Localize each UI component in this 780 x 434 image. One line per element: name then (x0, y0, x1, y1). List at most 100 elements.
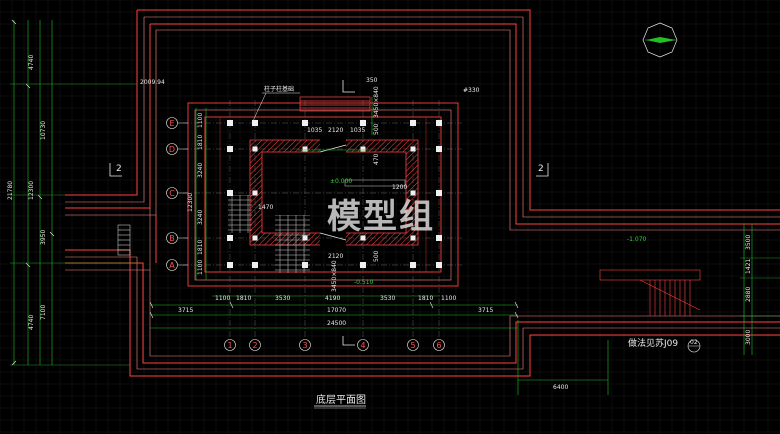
misc-label: #330 (463, 87, 480, 94)
misc-labels: 350 1200 2009.94 #330 1470 470 500 3450×… (140, 77, 480, 292)
dim-text: 1035 (350, 127, 365, 134)
detail-note-code: 02 (690, 339, 698, 346)
dim-text: 4740 (28, 55, 35, 70)
dim-text: 2120 (328, 127, 343, 134)
column (227, 120, 233, 126)
detail-note: 做法见苏J09 (628, 337, 678, 349)
misc-label: 2009.94 (140, 79, 165, 86)
dim-text: 17070 (327, 307, 346, 314)
misc-label: 500 (373, 123, 380, 135)
dim-text: 1035 (307, 127, 322, 134)
misc-label: 1200 (392, 184, 407, 191)
row-axis-label: C (169, 189, 175, 198)
inner-column (410, 190, 416, 196)
extension-lines (10, 83, 780, 366)
row-axis-label: B (169, 234, 175, 243)
bottom-dims-row1: 1100 1810 3530 4190 3530 1810 1100 (215, 295, 456, 302)
dim-text: 2120 (328, 253, 343, 260)
misc-label: 350 (366, 77, 378, 84)
dim-text: 3715 (178, 307, 193, 314)
dim-text: 3500 (745, 235, 752, 250)
col-axis-label: 3 (302, 341, 307, 350)
column (436, 262, 442, 268)
col-axis-label: 4 (360, 341, 365, 350)
inner-column (252, 235, 258, 241)
dim-text: 3530 (275, 295, 290, 302)
column (436, 190, 442, 196)
inner-column (360, 146, 366, 152)
dim-text: 1810 (418, 295, 433, 302)
row-axis-label: D (169, 145, 175, 154)
dim-total: 24500 (327, 320, 346, 327)
dim-text: 3000 (745, 330, 752, 345)
row-axis-bubble: C (166, 187, 188, 199)
dim-text: 1810 (197, 135, 204, 150)
row-axis-bubble: E (166, 117, 188, 129)
col-axis-bubble: 4 (357, 339, 369, 351)
dim-text: 3530 (380, 295, 395, 302)
misc-label: 3450×840 (331, 260, 338, 292)
columns (227, 120, 442, 268)
column (302, 120, 308, 126)
section-marks (109, 80, 549, 346)
dim-text: 1421 (745, 259, 752, 274)
row-axis-label: E (169, 119, 174, 128)
dim-text: 1100 (441, 295, 456, 302)
column (252, 262, 258, 268)
misc-label: 500 (373, 250, 380, 262)
inner-column (302, 146, 308, 152)
dim-text: 3715 (478, 307, 493, 314)
column (410, 262, 416, 268)
inner-column (360, 235, 366, 241)
elevation-minus-1070: -1.070 (627, 236, 647, 243)
dimension-lines (13, 20, 753, 395)
dim-text: 12300 (28, 181, 35, 200)
column (227, 146, 233, 152)
column (436, 120, 442, 126)
dim-text: 10730 (40, 121, 47, 140)
bottom-dims-row2: 3715 17070 3715 (178, 307, 493, 314)
inner-column (252, 146, 258, 152)
col-axis-label: 2 (252, 341, 257, 350)
inner-column (410, 235, 416, 241)
drawing-title: 底层平面图 (316, 393, 366, 406)
column (436, 235, 442, 241)
misc-label: 3450×840 (373, 86, 380, 118)
dim-text: 1810 (236, 295, 251, 302)
dim-text: 21780 (7, 181, 14, 200)
row-axis-label: A (169, 261, 175, 270)
column (436, 146, 442, 152)
dim-text: 3240 (197, 163, 204, 178)
misc-label: 1470 (258, 204, 273, 211)
section-mark-label: 2 (538, 164, 544, 174)
left-dims: 4740 10730 3950 7100 21780 12300 4740 (7, 55, 47, 330)
elevation-minus-510: -0.510 (354, 279, 374, 286)
column (252, 120, 258, 126)
inner-left-dims: 1100 1810 3240 12300 3240 1810 1100 (187, 113, 204, 275)
core-walls (249, 136, 419, 249)
col-axis-label: 6 (436, 341, 441, 350)
inner-column (410, 146, 416, 152)
dim-text: 1100 (197, 113, 204, 128)
left-stair (117, 224, 131, 256)
dimension-ticks (11, 19, 519, 366)
col-axis-bubble: 6 (433, 339, 445, 351)
top-stair (299, 96, 371, 112)
dim-text: 4190 (325, 295, 340, 302)
column (302, 262, 308, 268)
column (360, 120, 366, 126)
row-axis-bubbles: E D C B A (166, 117, 188, 271)
column (410, 120, 416, 126)
col-axis-bubble: 2 (249, 339, 261, 351)
right-dims: 3500 1421 2880 3000 (745, 235, 752, 345)
elevation-zero: ±0.000 (330, 178, 352, 185)
row-axis-bubble: A (166, 259, 188, 271)
section-mark-label: 2 (116, 164, 122, 174)
col-axis-bubble: 5 (407, 339, 419, 351)
dim-right-bottom: 6400 (553, 384, 568, 391)
dim-text: 3240 (197, 210, 204, 225)
column (227, 262, 233, 268)
